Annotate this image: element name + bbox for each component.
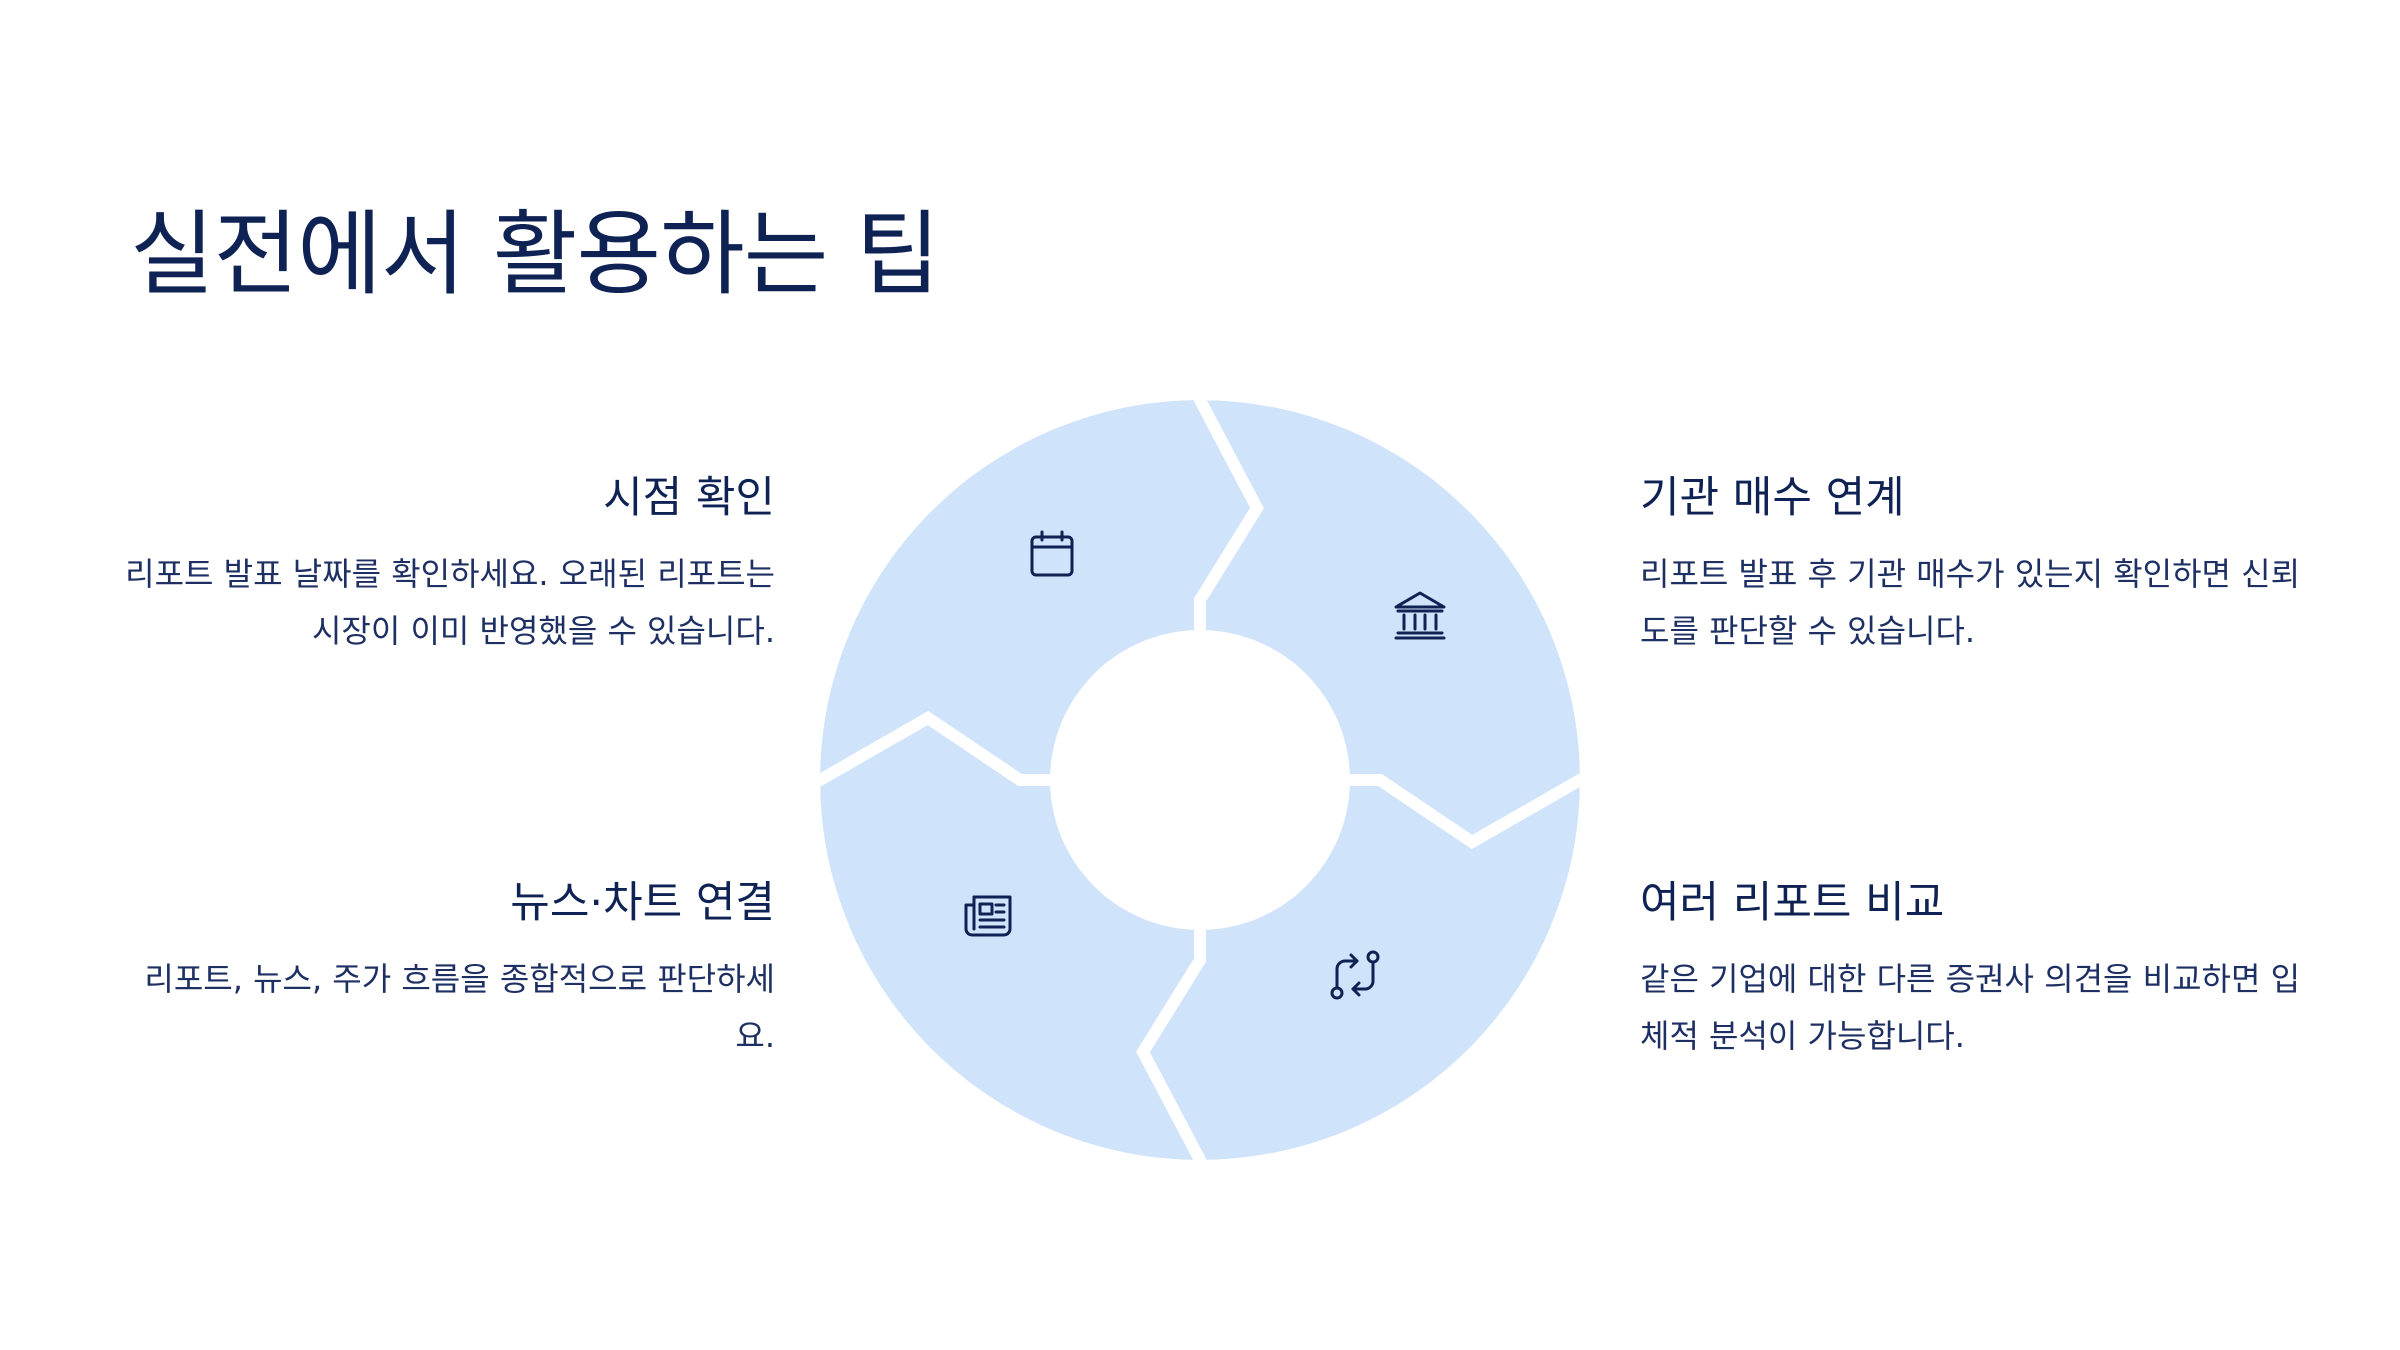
cycle-ring [800,380,1600,1180]
compare-arrows-icon [1323,943,1387,1007]
segment-separator-right [1340,774,1600,850]
tip-heading: 뉴스·차트 연결 [510,878,775,928]
segment-separator-top [1194,380,1264,640]
page-title: 실전에서 활용하는 팁 [130,201,940,308]
tip-body: 리포트, 뉴스, 주가 흐름을 종합적으로 판단하세요. [144,960,775,1055]
bank-icon [1388,583,1452,647]
tip-body: 리포트 발표 후 기관 매수가 있는지 확인하면 신뢰도를 판단할 수 있습니다… [1640,555,2301,650]
calendar-icon [1020,523,1084,587]
segment-separator-left [800,710,1060,786]
cycle-segments [820,400,1580,1160]
tip-heading: 여러 리포트 비교 [1640,878,1945,928]
tip-institutional-buying: 기관 매수 연계 리포트 발표 후 기관 매수가 있는지 확인하면 신뢰도를 판… [1640,468,2300,660]
tip-body: 리포트 발표 날짜를 확인하세요. 오래된 리포트는 시장이 이미 반영했을 수… [125,555,775,650]
tip-compare-reports: 여러 리포트 비교 같은 기업에 대한 다른 증권사 의견을 비교하면 입체적 … [1640,873,2300,1065]
tip-heading: 시점 확인 [603,473,775,523]
tip-body: 같은 기업에 대한 다른 증권사 의견을 비교하면 입체적 분석이 가능합니다. [1640,960,2301,1055]
tip-heading: 기관 매수 연계 [1640,473,1905,523]
tip-news-chart-link: 뉴스·차트 연결 리포트, 뉴스, 주가 흐름을 종합적으로 판단하세요. [125,873,775,1065]
tip-timing-check: 시점 확인 리포트 발표 날짜를 확인하세요. 오래된 리포트는 시장이 이미 … [125,468,775,660]
cycle-diagram [800,380,1600,1180]
segment-separator-bottom [1136,920,1206,1180]
newspaper-icon [958,883,1022,947]
